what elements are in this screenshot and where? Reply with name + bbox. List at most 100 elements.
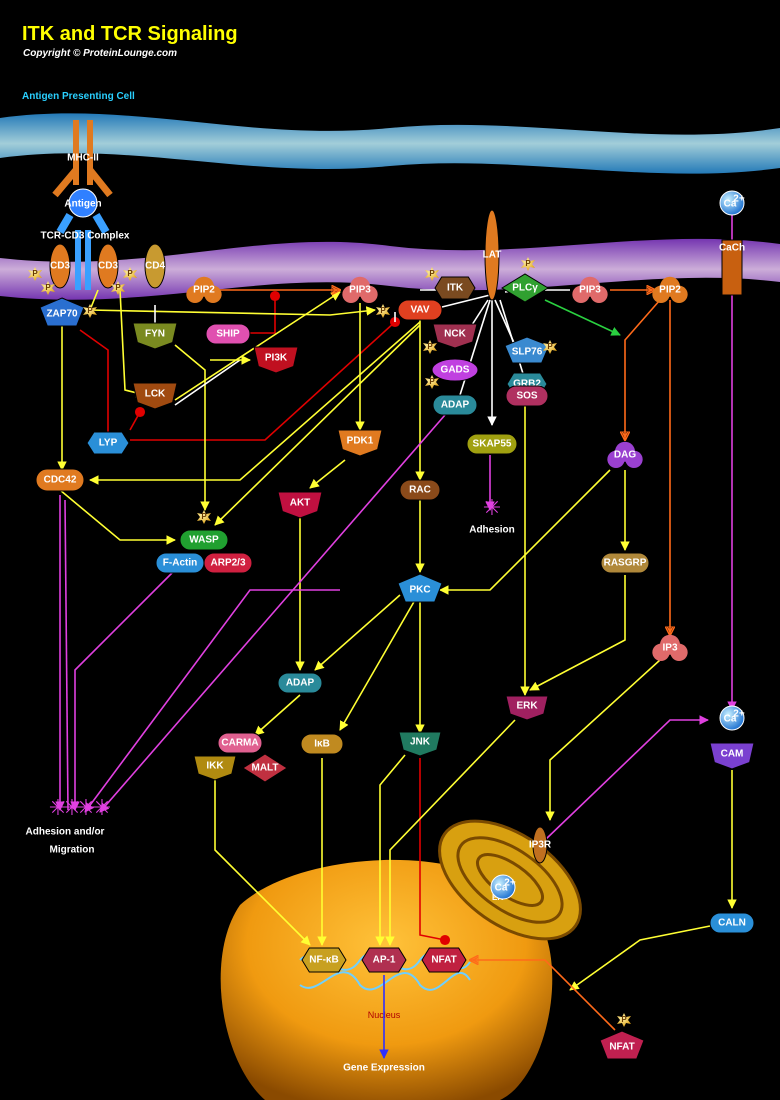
phospho-badge: P: [521, 257, 535, 271]
gads-label: GADS: [441, 365, 470, 376]
jnk-shape: [398, 731, 442, 757]
edge-pkc-migration: [84, 589, 340, 813]
node-pdk1: PDK1: [337, 429, 383, 457]
akt-label: AKT: [290, 498, 311, 509]
node-skap55: SKAP55: [466, 433, 518, 455]
phospho-label: P: [87, 306, 93, 315]
node-factin: F-Actin: [155, 552, 205, 574]
edge-dag-pkc: [439, 469, 611, 595]
edge-caln-nfat: [569, 924, 716, 991]
phospho-label: P: [621, 1015, 627, 1024]
edge-rasgrp-erk: [529, 575, 626, 691]
ikk-label: IKK: [206, 761, 224, 772]
factin-label: F-Actin: [163, 558, 197, 569]
ip3-lobe: [660, 634, 680, 655]
inhib-jnk-nfat: [419, 758, 451, 946]
edge-lck-pip3: [174, 291, 341, 401]
phospho-label: P: [525, 259, 531, 268]
node-slp76: SLP76: [504, 336, 550, 364]
plcg-label: PLCγ: [512, 283, 538, 294]
pip3b-label: PIP3: [579, 285, 601, 296]
node-lat: LAT: [483, 209, 501, 301]
node-ap1: AP-1: [361, 947, 407, 973]
dag-lobe: [615, 441, 635, 462]
phospho-badge: P: [425, 375, 439, 389]
phospho-badge: P: [543, 340, 557, 354]
phospho-star: [617, 1013, 631, 1027]
edge-fyn-wasp: [174, 344, 210, 511]
pdk1-shape: [337, 429, 383, 457]
sos-label: SOS: [516, 391, 537, 402]
phospho-star: [111, 281, 125, 295]
cd3b-label: CD3: [98, 261, 118, 272]
node-cdc42: CDC42: [35, 468, 85, 492]
phospho-star: [543, 340, 557, 354]
malt-label: MALT: [251, 763, 278, 774]
node-plcg: PLCγ: [501, 273, 549, 303]
phospho-label: P: [32, 269, 38, 278]
edge-erk-ap1: [385, 719, 516, 946]
nfat_n-label: NFAT: [431, 955, 456, 966]
edge-lat-adap: [459, 299, 491, 396]
phospho-star: [28, 267, 42, 281]
phospho-badge: P: [376, 304, 390, 318]
inhib-lyp-vav: [130, 316, 401, 441]
node-pip3a: PIP3: [342, 276, 378, 303]
phospho-badge: P: [425, 267, 439, 281]
cd3a-label: CD3: [50, 261, 70, 272]
pip2b-lobe: [660, 276, 680, 297]
erk-shape: [505, 695, 549, 721]
rac-shape: [399, 479, 441, 501]
phospho-star: [423, 340, 437, 354]
arp-shape: [203, 552, 253, 574]
node-ship: SHIP: [205, 323, 251, 345]
node-cd4: CD4: [144, 243, 166, 289]
phospho-badge: P: [111, 281, 125, 295]
calcium-sphere: [719, 705, 745, 731]
adhesion-star-icon: ✳: [93, 795, 111, 820]
nfkb-shape: [301, 947, 347, 973]
channel-body: [721, 239, 743, 296]
zap70-label: ZAP70: [46, 309, 78, 320]
akt-shape: [277, 491, 323, 519]
calcium-charge: 2+: [733, 194, 745, 205]
calcium-ion: Ca2+: [490, 874, 516, 900]
node-nck: NCK: [432, 323, 478, 349]
edge-pkc-adap: [314, 594, 401, 671]
phospho-star: [197, 510, 211, 524]
edge-adap-migration: [99, 414, 446, 813]
malt-shape: [242, 753, 288, 783]
edge-ikk-nfkb: [214, 780, 311, 946]
node-ikk: IKK: [193, 755, 237, 781]
gene-expression-label: Gene Expression: [343, 1063, 425, 1074]
adap1-label: ADAP: [441, 400, 470, 411]
node-carma: CARMA: [217, 732, 263, 754]
phospho-label: P: [429, 269, 435, 278]
edge-plcg-dag: [544, 299, 621, 336]
pip3b-lobe: [580, 276, 600, 297]
arp-label: ARP2/3: [210, 558, 245, 569]
rasgrp-shape: [600, 552, 650, 574]
cach-label: CaCh: [719, 243, 745, 254]
tcr-cd3-complex: TCR-CD3 Complex: [41, 212, 130, 290]
node-fyn: FYN: [132, 322, 178, 350]
node-cd3b: CD3: [97, 243, 119, 289]
lck-label: LCK: [145, 389, 166, 400]
adhesion-star-icon: ✳: [63, 795, 81, 820]
node-pkc: PKC: [397, 573, 443, 603]
ip3r-shape: [532, 826, 548, 864]
jnk-label: JNK: [410, 737, 431, 748]
cd3b-shape: [97, 243, 119, 289]
pkc-shape: [397, 573, 443, 603]
phospho-star: [425, 267, 439, 281]
plcg-shape: [501, 273, 549, 303]
ap1-label: AP-1: [373, 955, 396, 966]
inhib-lyp-lck: [129, 406, 146, 431]
calcium-ion: Ca2+: [719, 190, 745, 216]
calcium-charge: 2+: [504, 878, 516, 889]
cdc42-label: CDC42: [44, 475, 77, 486]
adap1-shape: [432, 394, 478, 416]
calcium-label: Ca: [724, 714, 737, 725]
edge-cdc42-migration-2: [64, 499, 69, 811]
